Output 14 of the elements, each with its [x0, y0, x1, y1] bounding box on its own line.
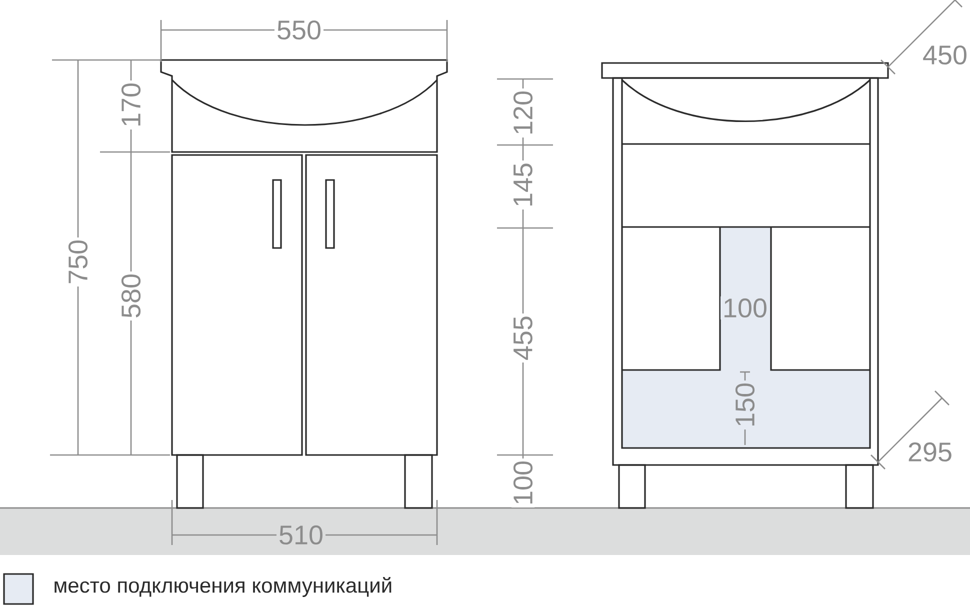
dimension-label: 750: [66, 237, 90, 287]
dimension-label: 100: [511, 458, 535, 508]
dimension-label: 295: [905, 440, 955, 464]
dimension-label: 120: [511, 88, 535, 138]
legend-text: место подключения коммуникаций: [54, 577, 392, 597]
dimension-label: 150: [733, 380, 757, 430]
dimension-label: 455: [512, 313, 534, 363]
dimension-label: 580: [119, 271, 143, 321]
dimension-label: 550: [274, 18, 324, 42]
dimension-label: 145: [512, 160, 534, 210]
dimension-label: 100: [720, 296, 770, 320]
dimension-label: 170: [119, 80, 143, 130]
dimension-label: 450: [920, 43, 970, 67]
dimension-label: 510: [276, 523, 326, 547]
